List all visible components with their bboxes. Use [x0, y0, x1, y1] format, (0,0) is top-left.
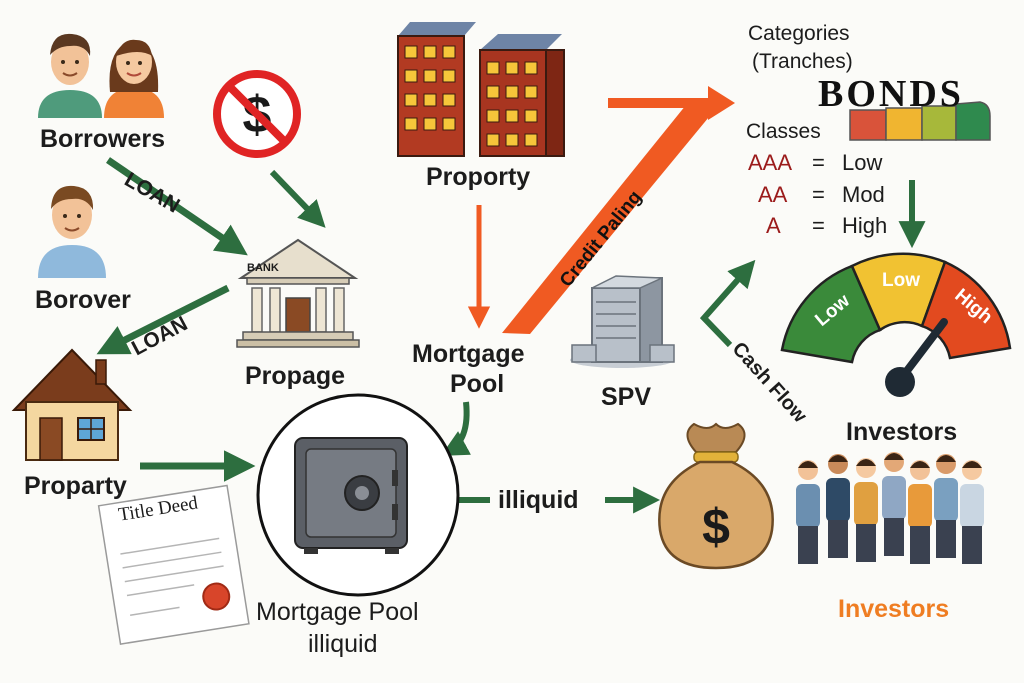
investor-body	[908, 484, 932, 528]
investor-hair	[884, 453, 904, 460]
investor-legs	[884, 518, 904, 556]
no-money-icon: $	[213, 70, 301, 158]
mortgage-pool-bottom-label-1: Mortgage Pool	[256, 598, 419, 626]
investor-hair	[828, 455, 848, 462]
bonds-label: BONDS	[818, 73, 964, 115]
investor-legs	[828, 520, 848, 558]
mortgage-pool-bottom-label-2: illiquid	[308, 630, 378, 658]
investor-legs	[910, 526, 930, 564]
investor-body	[796, 484, 820, 528]
mortgage-pool-label-1: Mortgage	[412, 340, 525, 368]
property-top-label: Proporty	[426, 163, 531, 191]
categories-label-1: Categories	[748, 22, 850, 45]
class-grade: A	[766, 213, 781, 238]
safe-icon	[256, 393, 460, 597]
bank-icon	[236, 238, 360, 348]
arrow-pool-to-safe	[440, 401, 472, 456]
arrow-bank-to-house	[96, 284, 230, 355]
arrow-nomoney-to-bank	[269, 169, 326, 228]
document-icon	[97, 484, 250, 645]
investor-body	[882, 476, 906, 520]
investors-gauge-label: Investors	[846, 418, 958, 446]
investor-legs	[936, 520, 956, 558]
investor-legs	[798, 526, 818, 564]
gauge-label-low-2: Low	[882, 270, 920, 291]
credit-rating-arrow	[502, 86, 735, 334]
investor-legs	[856, 524, 876, 562]
investor-hair	[910, 461, 930, 468]
people-icon	[38, 33, 164, 118]
crowd-icon	[796, 452, 984, 564]
arrow-borrowers-to-bank	[106, 157, 248, 256]
mortgage-pool-label-2: Pool	[450, 370, 505, 398]
arrow-cashflow	[699, 259, 756, 348]
building-icon	[397, 22, 565, 157]
class-risk: Mod	[842, 182, 885, 207]
office-icon	[570, 275, 675, 368]
illiquid-label: illiquid	[498, 486, 579, 514]
class-grade: AAA	[748, 150, 793, 175]
investor-legs	[962, 526, 982, 564]
money-bag-icon: $	[658, 422, 774, 570]
investor-body	[934, 478, 958, 522]
bank-sign-label: BANK	[247, 262, 279, 274]
bank-label: Propage	[245, 362, 346, 390]
categories-label-2: (Tranches)	[752, 50, 853, 73]
svg-text:$: $	[702, 499, 730, 555]
bonds-bar-icon	[849, 101, 991, 141]
class-risk: High	[842, 213, 888, 238]
spv-label: SPV	[601, 383, 652, 411]
investor-body	[960, 484, 984, 528]
classes-label: Classes	[746, 120, 821, 143]
investor-body	[854, 482, 878, 526]
class-risk: Low	[842, 150, 883, 175]
property-left-label: Proparty	[24, 472, 127, 500]
borrowers-label: Borrowers	[40, 125, 166, 153]
person-icon	[38, 185, 106, 278]
house-icon	[11, 348, 133, 461]
class-equals: =	[812, 213, 825, 238]
gauge-icon	[780, 252, 1012, 397]
investors-bottom-label: Investors	[838, 595, 950, 623]
investor-hair	[798, 461, 818, 468]
investor-hair	[936, 455, 956, 462]
investor-body	[826, 478, 850, 522]
investor-hair	[856, 459, 876, 466]
class-equals: =	[812, 182, 825, 207]
investor-hair	[962, 461, 982, 468]
borrower-label: Borover	[35, 286, 131, 314]
class-grade: AA	[758, 182, 788, 207]
class-equals: =	[812, 150, 825, 175]
